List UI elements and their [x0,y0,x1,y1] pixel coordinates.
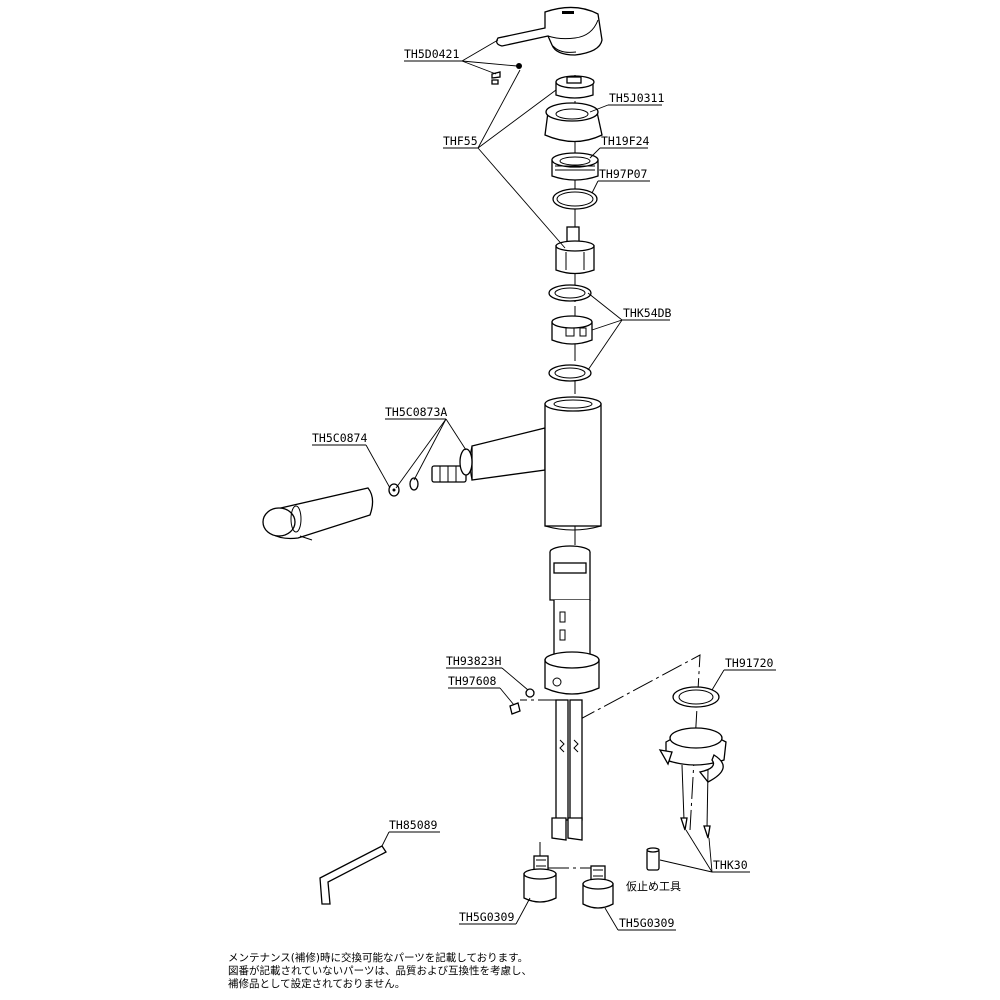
mount-bracket [658,727,727,839]
supply-hoses [551,699,583,841]
cartridge-cap [555,75,595,99]
packing-ring-top [548,284,592,302]
axis-to-mount [574,654,701,831]
handle-screw [491,63,522,85]
label-th19f24: TH19F24 [601,134,650,148]
label-th5c0874: TH5C0874 [312,431,367,445]
label-th5g0309-right: TH5G0309 [619,916,674,930]
spout-valve [431,448,473,483]
label-thk30: THK30 [713,858,748,872]
label-th91720: TH91720 [725,656,774,670]
label-thk54db: THK54DB [623,306,672,320]
label-th93823h: TH93823H [446,654,501,668]
temp-fixing-tool-label: 仮止め工具 [626,880,681,893]
leader-lines [312,39,776,931]
label-thf55: THF55 [443,134,478,148]
ring-nut [551,152,599,181]
connector-right [582,865,614,909]
label-th97p07: TH97P07 [599,167,648,181]
label-th85089: TH85089 [389,818,438,832]
faucet-body [469,396,602,531]
mount-gasket [672,686,720,708]
label-th5c0873a: TH5C0873A [385,405,447,419]
packing-holder [551,315,593,345]
inner-shaft [549,545,591,661]
cartridge [555,226,595,275]
check-valve-screw [509,688,535,715]
note-line-3: 補修品として設定されておりません。 [228,978,406,990]
temp-fixing-tool [646,847,660,871]
label-th5j0311: TH5J0311 [609,91,664,105]
spout-head [262,487,374,541]
packing-ring-bottom [548,364,592,382]
cover-cap [544,102,603,143]
label-th97608: TH97608 [448,674,497,688]
spout-washer [388,477,419,497]
axis-hoses [539,842,601,869]
label-th5d0421: TH5D0421 [404,47,459,61]
maintenance-notes: メンテナンス(補修)時に交換可能なパーツを記載しております。 図番が記載されてい… [228,952,788,991]
hex-wrench [319,845,387,905]
base-ring [544,651,600,695]
connector-left [523,855,557,903]
label-th5g0309-left: TH5G0309 [459,910,514,924]
handle-lever [496,6,603,56]
note-line-1: メンテナンス(補修)時に交換可能なパーツを記載しております。 [228,952,529,964]
o-ring [552,188,598,210]
note-line-2: 図番が記載されていないパーツは、品質および互換性を考慮し、 [228,965,532,977]
